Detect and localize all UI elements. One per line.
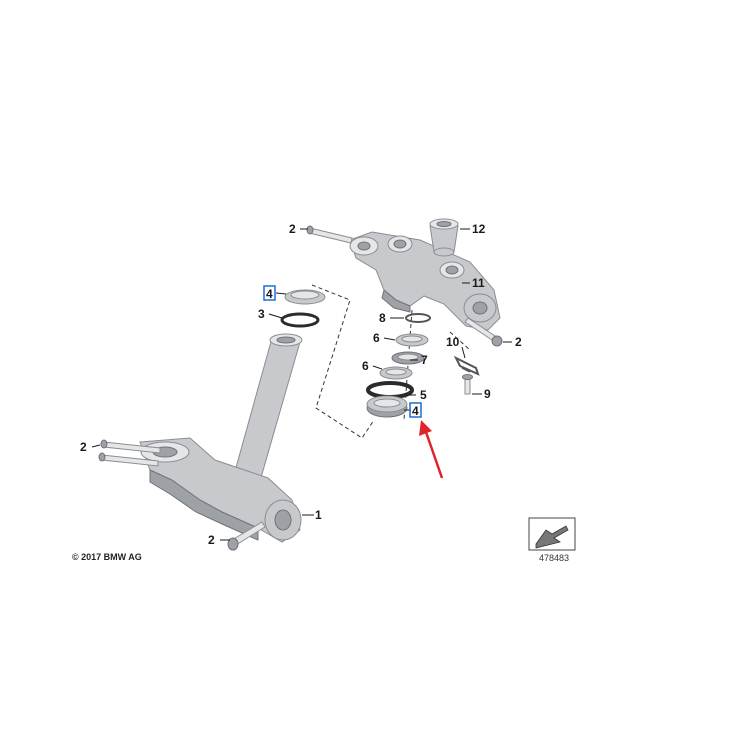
cable-clip-10 <box>453 355 480 376</box>
callout-2-bottom: 2 <box>208 533 215 547</box>
callout-2-upper: 2 <box>289 222 296 236</box>
callout-2-lower-left: 2 <box>80 440 87 454</box>
callout-6-lower: 6 <box>362 359 369 373</box>
callout-7: 7 <box>421 353 428 367</box>
red-pointer-arrow <box>419 420 444 479</box>
highlight-box-4-left <box>263 285 276 301</box>
upper-fork-bridge <box>349 231 501 331</box>
bolts-lower-left <box>98 439 161 467</box>
copyright-text: © 2017 BMW AG <box>72 552 142 562</box>
bolt-lower-bottom <box>227 521 266 551</box>
circlip-8 <box>405 313 431 323</box>
callout-10: 10 <box>446 335 460 349</box>
leader-lines <box>91 228 512 541</box>
lower-fork-bridge <box>139 333 303 543</box>
bearing-ring-6-upper <box>395 333 429 347</box>
seal-ring-5 <box>366 381 414 399</box>
seal-ring-3 <box>280 312 320 328</box>
callout-4-left[interactable]: 4 <box>266 287 273 301</box>
callout-6-upper: 6 <box>373 331 380 345</box>
callout-9: 9 <box>484 387 491 401</box>
steering-nut-12 <box>429 218 459 257</box>
bolt-upper-left <box>306 225 353 244</box>
callout-2-right: 2 <box>515 335 522 349</box>
reference-stamp: 478483 <box>528 517 576 563</box>
callout-labels: 1 2 2 2 2 3 4 4 5 6 6 7 8 9 10 11 12 <box>80 222 522 547</box>
callout-5: 5 <box>420 388 427 402</box>
stamp-icon <box>535 525 569 549</box>
callout-3: 3 <box>258 307 265 321</box>
highlight-box-4-right <box>409 402 422 418</box>
callout-4-right[interactable]: 4 <box>412 404 419 418</box>
bearing-lower-race-4 <box>366 395 408 418</box>
callout-11: 11 <box>472 276 485 290</box>
bearing-upper-race-4 <box>284 289 326 305</box>
bearing-ring-7 <box>391 351 425 365</box>
bearing-ring-6-lower <box>379 366 413 380</box>
callout-1: 1 <box>315 508 322 522</box>
screw-9 <box>462 374 473 395</box>
reference-number: 478483 <box>539 553 569 563</box>
bolt-upper-right <box>464 317 503 347</box>
callout-12: 12 <box>472 222 486 236</box>
callout-8: 8 <box>379 311 386 325</box>
